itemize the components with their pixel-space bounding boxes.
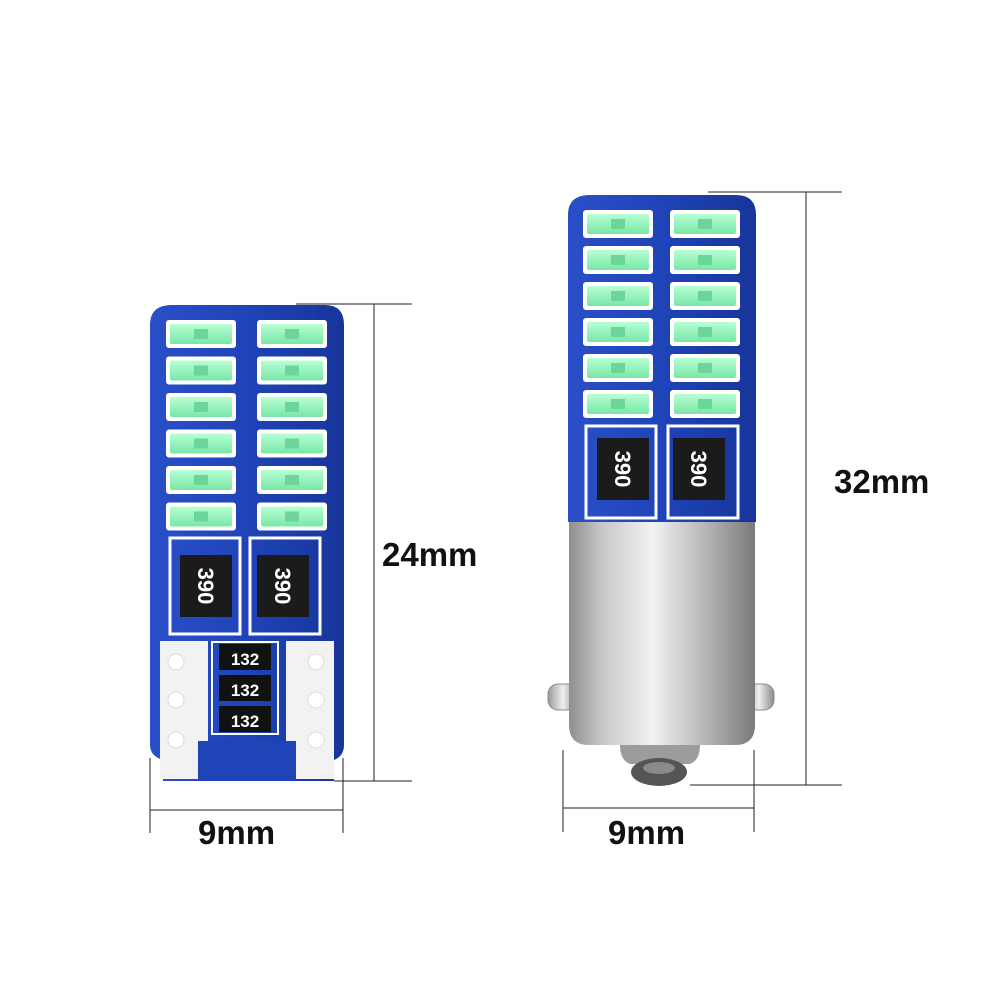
resistor-chip [673, 438, 725, 500]
led-die [611, 363, 625, 373]
led-die [285, 402, 299, 412]
led-die [611, 255, 625, 265]
small-resistor-label: 132 [231, 712, 259, 731]
ba15s-bulb: 390 390 [547, 191, 842, 832]
small-resistor-frame [211, 641, 279, 735]
small-resistor-label: 132 [231, 650, 259, 669]
resistor-chip [257, 555, 309, 617]
led-die [611, 399, 625, 409]
width-label-right: 9mm [608, 814, 686, 851]
led-die [194, 365, 208, 376]
small-resistor [219, 706, 271, 732]
resistor-label: 390 [610, 451, 635, 488]
led-die [194, 475, 208, 485]
via-hole [307, 653, 325, 671]
resistor-label: 390 [270, 568, 295, 605]
led-die [698, 291, 712, 301]
pcb-notch [198, 741, 296, 781]
resistor-outline [168, 536, 242, 636]
via-hole [307, 691, 325, 709]
led-array [583, 210, 740, 418]
via-hole [167, 691, 185, 709]
led-array [166, 320, 327, 531]
t10-bulb: 390 390 132 132 132 [149, 303, 412, 833]
led-die [285, 329, 299, 339]
base-bottom [620, 745, 700, 764]
led-die [611, 291, 625, 301]
led-die [285, 475, 299, 485]
led-die [194, 438, 208, 449]
height-label-right: 32mm [834, 463, 930, 500]
small-resistor-label: 132 [231, 681, 259, 700]
led-die [285, 511, 299, 522]
small-resistor [219, 644, 271, 670]
resistor-outline [248, 536, 322, 636]
led-die [285, 438, 299, 449]
width-label-left: 9mm [198, 814, 276, 851]
resistor-outline [584, 424, 658, 520]
resistor-outline [666, 424, 740, 520]
via-hole [167, 653, 185, 671]
height-label-left: 24mm [382, 536, 478, 573]
led-die [194, 511, 208, 522]
resistor-chip [597, 438, 649, 500]
led-die [285, 365, 299, 376]
led-die [194, 402, 208, 412]
led-die [611, 219, 625, 229]
metal-base [569, 520, 755, 745]
led-die [698, 255, 712, 265]
led-die [698, 327, 712, 337]
resistor-chip [180, 555, 232, 617]
via-hole [167, 731, 185, 749]
led-die [698, 399, 712, 409]
via-hole [307, 731, 325, 749]
contact-solder-highlight [643, 762, 675, 774]
led-die [698, 219, 712, 229]
led-die [698, 363, 712, 373]
small-resistor [219, 675, 271, 701]
resistor-label: 390 [193, 568, 218, 605]
resistor-label: 390 [686, 451, 711, 488]
led-die [194, 329, 208, 339]
led-die [611, 327, 625, 337]
